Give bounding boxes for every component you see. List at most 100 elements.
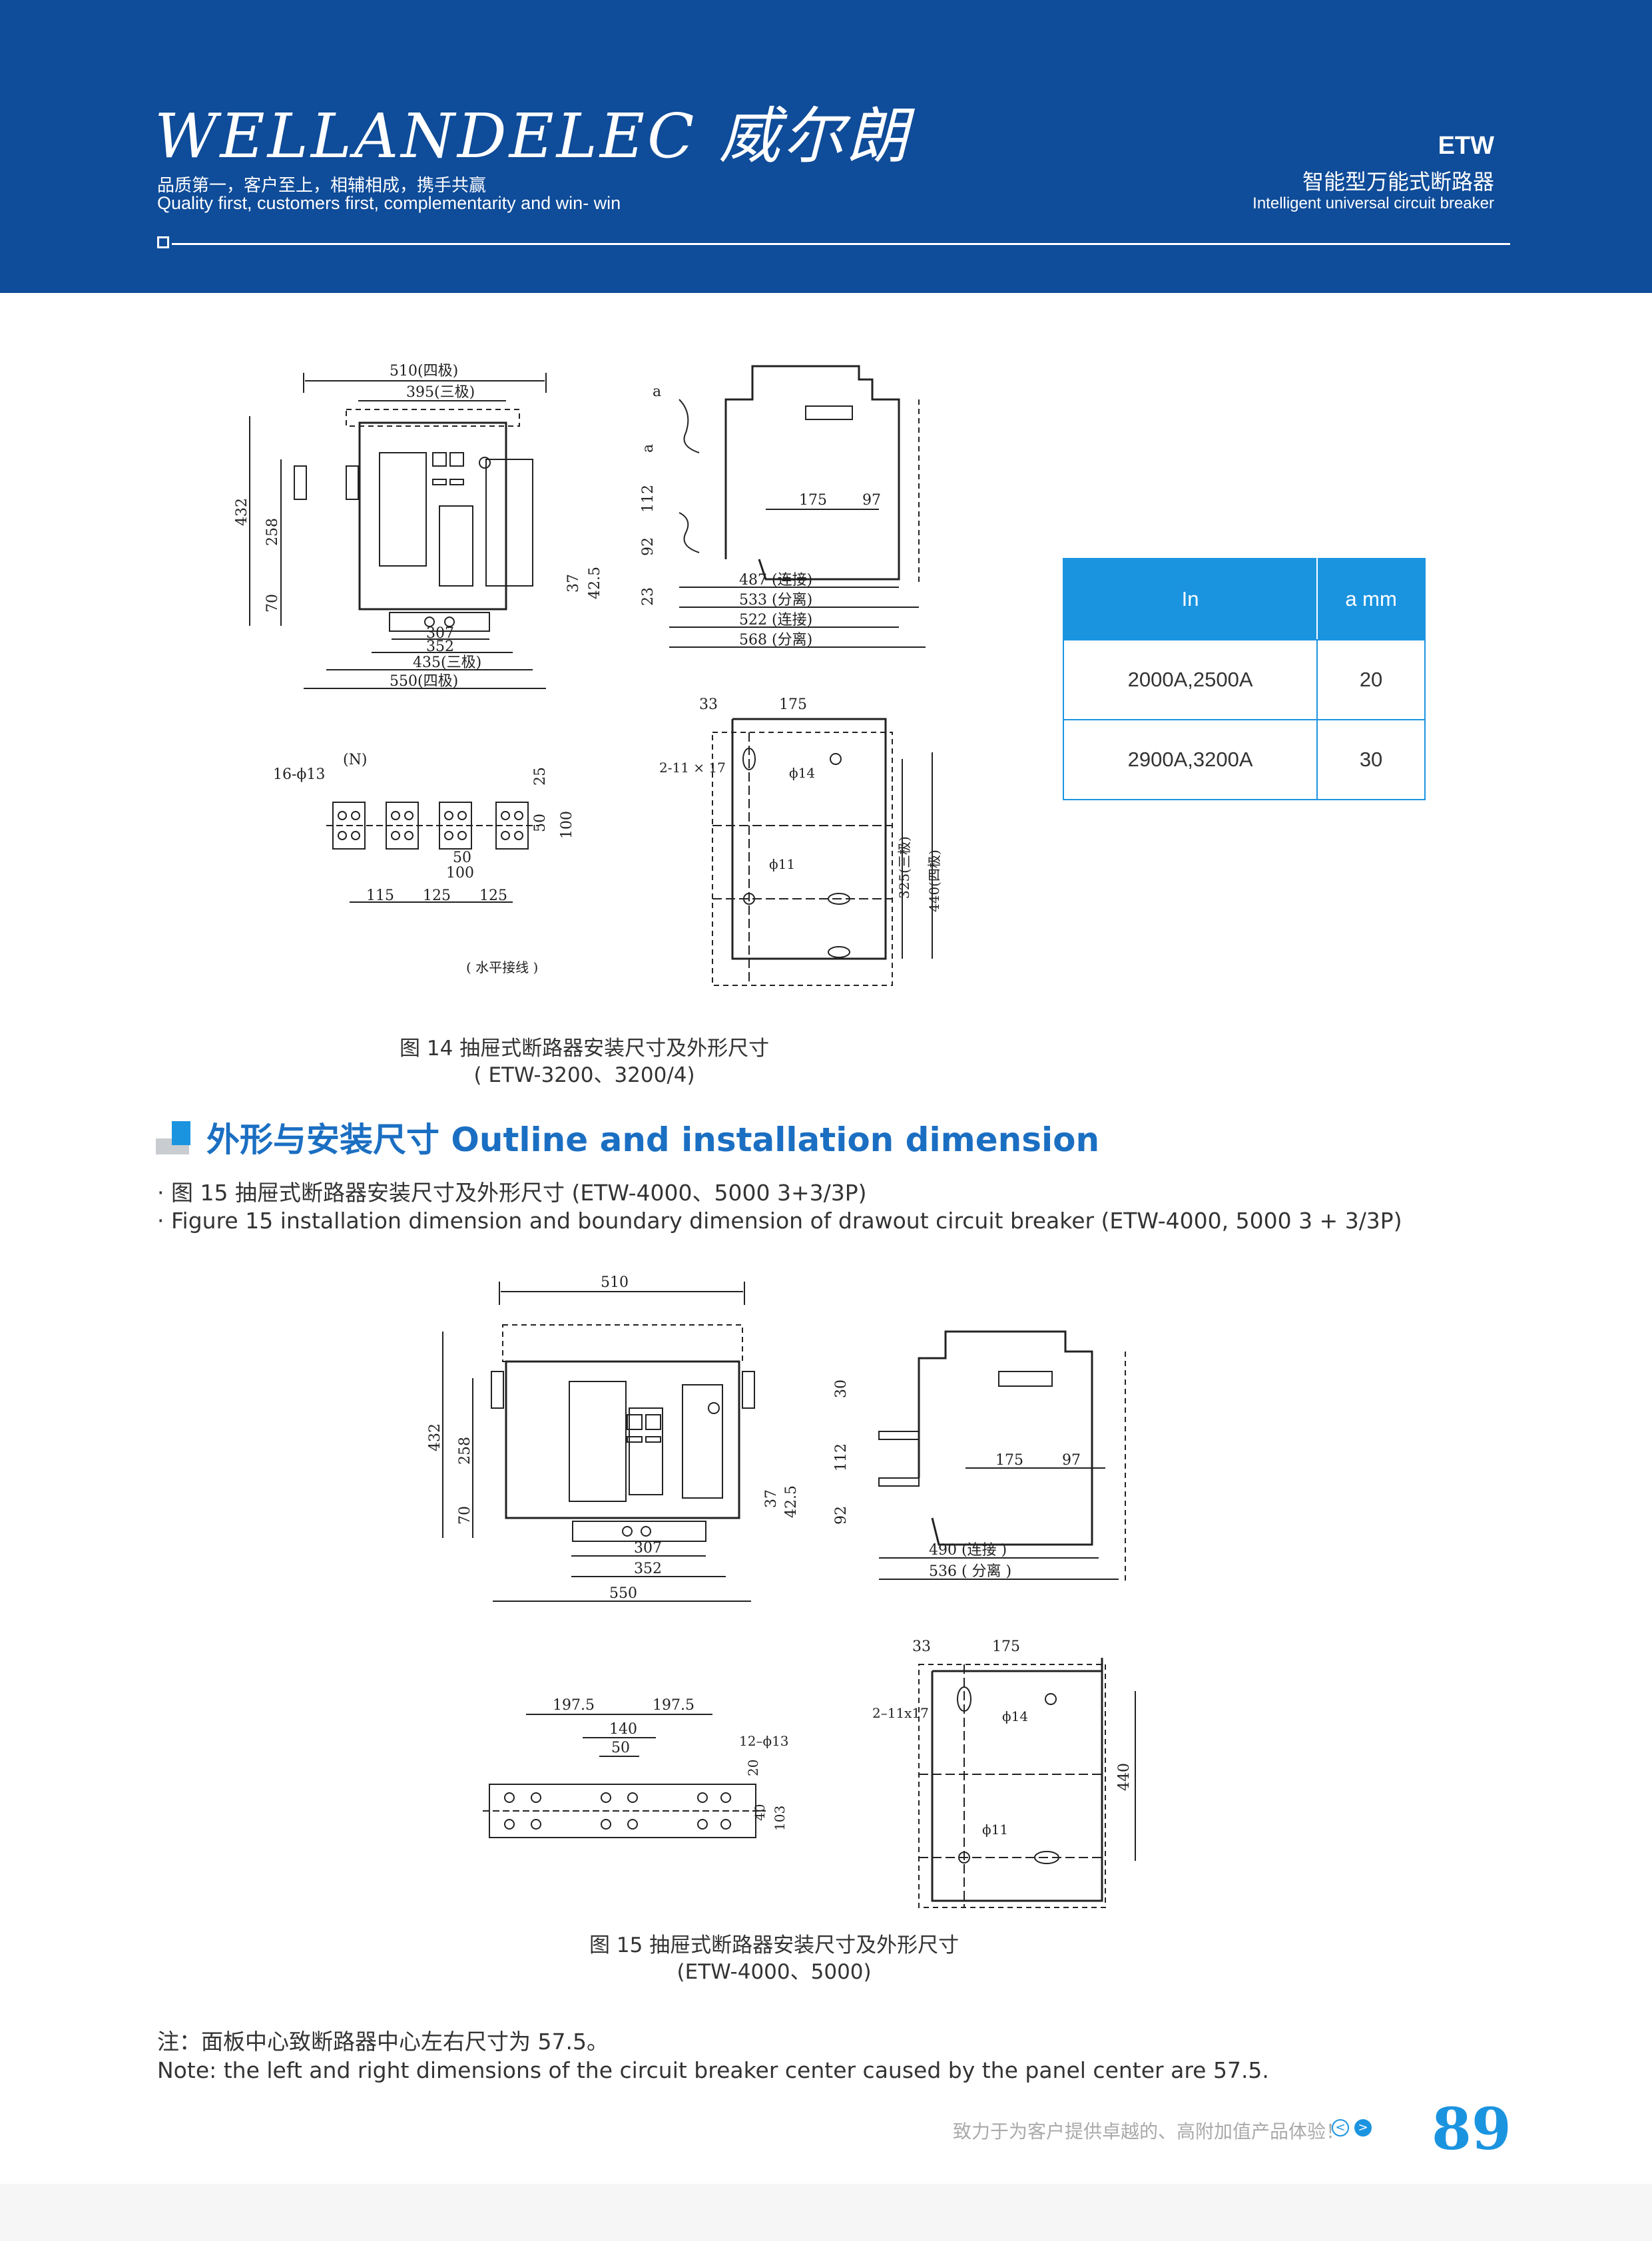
fig15-terminal-view: 197.5 197.5 140 50 12–ϕ13 20 40 103 (479, 1691, 826, 1851)
dim-197-5-right: 197.5 (653, 1697, 694, 1714)
dim-70: 70 (264, 594, 281, 613)
dim-432: 432 (234, 498, 250, 526)
table-row: 2000A,2500A 20 (1062, 639, 1426, 720)
dim-42-5: 42.5 (783, 1485, 800, 1518)
dim-20: 20 (745, 1760, 761, 1776)
holes-12-phi13: 12–ϕ13 (739, 1733, 789, 1749)
fig14-side-view: a a 112 92 23 175 97 487 (连接) 533 (分离) 5… (639, 360, 959, 666)
dim-37: 37 (565, 574, 582, 593)
slogan-en: Quality first, customers first, compleme… (157, 193, 621, 213)
dim-258: 258 (457, 1437, 473, 1465)
dim-115: 115 (366, 887, 394, 904)
dim-42-5: 42.5 (587, 567, 603, 599)
fig14-terminal-view: 16-ϕ13 (N) 25 50 100 50 100 115 125 125 … (260, 746, 606, 985)
footer-band (0, 2184, 1652, 2241)
prev-page-icon[interactable]: < (1332, 2119, 1349, 2136)
dim-100-vertical: 100 (559, 811, 575, 839)
header-square-icon (157, 236, 169, 248)
dim-536-disconnect: 536 ( 分离 ) (929, 1563, 1011, 1580)
dim-33: 33 (699, 696, 718, 713)
dim-a-top: a (653, 383, 661, 400)
dim-440-four-pole: 440(四极) (926, 850, 942, 912)
dim-97: 97 (1062, 1452, 1081, 1469)
fig15-caption: 图 15 抽屉式断路器安装尺寸及外形尺寸 (ETW-4000、5000) (589, 1932, 959, 1985)
slot-2-11x17: 2–11x17 (872, 1705, 929, 1721)
dim-25: 25 (532, 767, 549, 786)
dim-490-connect: 490 (连接 ) (929, 1542, 1007, 1559)
horizontal-wiring-note: ( 水平接线 ) (466, 959, 538, 975)
fig15-front-view: 510 432 258 70 37 42.5 307 352 550 (419, 1265, 819, 1611)
dim-140: 140 (609, 1721, 637, 1738)
dim-568-disconnect: 568 (分离) (739, 632, 812, 648)
dim-550: 550 (609, 1585, 637, 1602)
table-cell: 2000A,2500A (1062, 639, 1318, 720)
fig15-side-view: 30 112 92 175 97 490 (连接 ) 536 ( 分离 ) (826, 1318, 1145, 1598)
bullet-en: · Figure 15 installation dimension and b… (157, 1208, 1402, 1234)
dim-a-second: a (640, 444, 657, 453)
dim-70: 70 (457, 1506, 473, 1525)
dim-37: 37 (763, 1489, 780, 1508)
dim-533-disconnect: 533 (分离) (739, 592, 812, 609)
dim-307: 307 (634, 1540, 662, 1557)
current-a-spec-table: In a mm 2000A,2500A 20 2900A,3200A 30 (1062, 558, 1426, 800)
dim-125-first: 125 (423, 887, 451, 904)
note-en: Note: the left and right dimensions of t… (157, 2057, 1269, 2083)
dim-435-three-pole: 435(三极) (413, 654, 481, 671)
phi11-label: ϕ11 (982, 1822, 1008, 1838)
dim-100-horizontal: 100 (446, 865, 474, 881)
slot-2-11x17: 2-11 × 17 (659, 760, 726, 776)
fig15-mounting-view: 33 175 2–11x17 ϕ14 ϕ11 440 (866, 1631, 1172, 1911)
dim-125-second: 125 (479, 887, 507, 904)
section-icon-accent (172, 1121, 190, 1145)
page-number: 89 (1432, 2096, 1512, 2163)
fig15-caption-cn: 图 15 抽屉式断路器安装尺寸及外形尺寸 (589, 1933, 960, 1957)
dim-103: 103 (772, 1806, 788, 1831)
dim-510: 510 (601, 1274, 629, 1291)
series-label: ETW (1438, 132, 1494, 160)
col-header-a-mm: a mm (1316, 558, 1426, 640)
dim-440: 440 (1116, 1763, 1133, 1791)
dim-197-5-left: 197.5 (553, 1697, 595, 1714)
col-header-in: In (1062, 558, 1318, 640)
fig14-caption: 图 14 抽屉式断路器安装尺寸及外形尺寸 ( ETW-3200、3200/4) (400, 1035, 769, 1089)
dim-112: 112 (640, 485, 657, 513)
dim-97: 97 (862, 492, 881, 509)
product-name-cn: 智能型万能式断路器 (1302, 169, 1494, 194)
fig14-caption-cn: 图 14 抽屉式断路器安装尺寸及外形尺寸 (400, 1037, 770, 1061)
dim-432: 432 (427, 1423, 443, 1451)
next-page-icon[interactable]: > (1354, 2119, 1372, 2136)
neutral-label: (N) (343, 752, 367, 768)
phi11-label: ϕ11 (769, 856, 795, 872)
footer-slogan: 致力于为客户提供卓越的、高附加值产品体验！ (952, 2120, 1344, 2142)
dim-92: 92 (833, 1506, 850, 1525)
dim-307: 307 (426, 625, 454, 642)
dim-352: 352 (634, 1561, 662, 1577)
dim-175: 175 (799, 492, 827, 509)
page-header: WELLANDELEC 威尔朗 品质第一，客户至上，相辅相成，携手共赢 Qual… (0, 0, 1652, 293)
dim-175: 175 (992, 1638, 1020, 1655)
dim-325-three-pole: 325(三极) (896, 836, 912, 899)
dim-23: 23 (640, 587, 657, 606)
phi14-label: ϕ14 (1002, 1708, 1028, 1724)
table-cell: 2900A,3200A (1062, 719, 1318, 800)
dim-522-connect: 522 (连接) (739, 612, 812, 628)
header-divider (172, 243, 1510, 245)
dim-175: 175 (995, 1452, 1023, 1469)
brand-logo: WELLANDELEC 威尔朗 (154, 101, 911, 172)
dim-50-horizontal: 50 (453, 850, 471, 866)
dim-92: 92 (640, 537, 657, 556)
fig14-mounting-view: 33 175 2-11 × 17 ϕ14 ϕ11 325(三极) 440(四极) (653, 692, 965, 999)
section-title-text: 外形与安装尺寸 Outline and installation dimensi… (206, 1120, 1100, 1159)
dim-50-vertical: 50 (532, 814, 549, 832)
dim-40: 40 (752, 1804, 768, 1821)
product-name-en: Intelligent universal circuit breaker (1252, 194, 1494, 212)
slogan-cn: 品质第一，客户至上，相辅相成，携手共赢 (157, 176, 487, 196)
note-cn: 注：面板中心致断路器中心左右尺寸为 57.5。 (157, 2029, 609, 2055)
dim-175: 175 (779, 696, 807, 713)
fig14-front-view: 510(四极) 395(三极) 432 258 70 37 42.5 307 3… (220, 360, 633, 706)
table-cell: 30 (1316, 719, 1426, 800)
dim-30: 30 (833, 1379, 850, 1398)
dim-50: 50 (611, 1740, 630, 1756)
fig15-caption-model: (ETW-4000、5000) (677, 1960, 872, 1984)
fig14-caption-model: ( ETW-3200、3200/4) (473, 1063, 695, 1087)
